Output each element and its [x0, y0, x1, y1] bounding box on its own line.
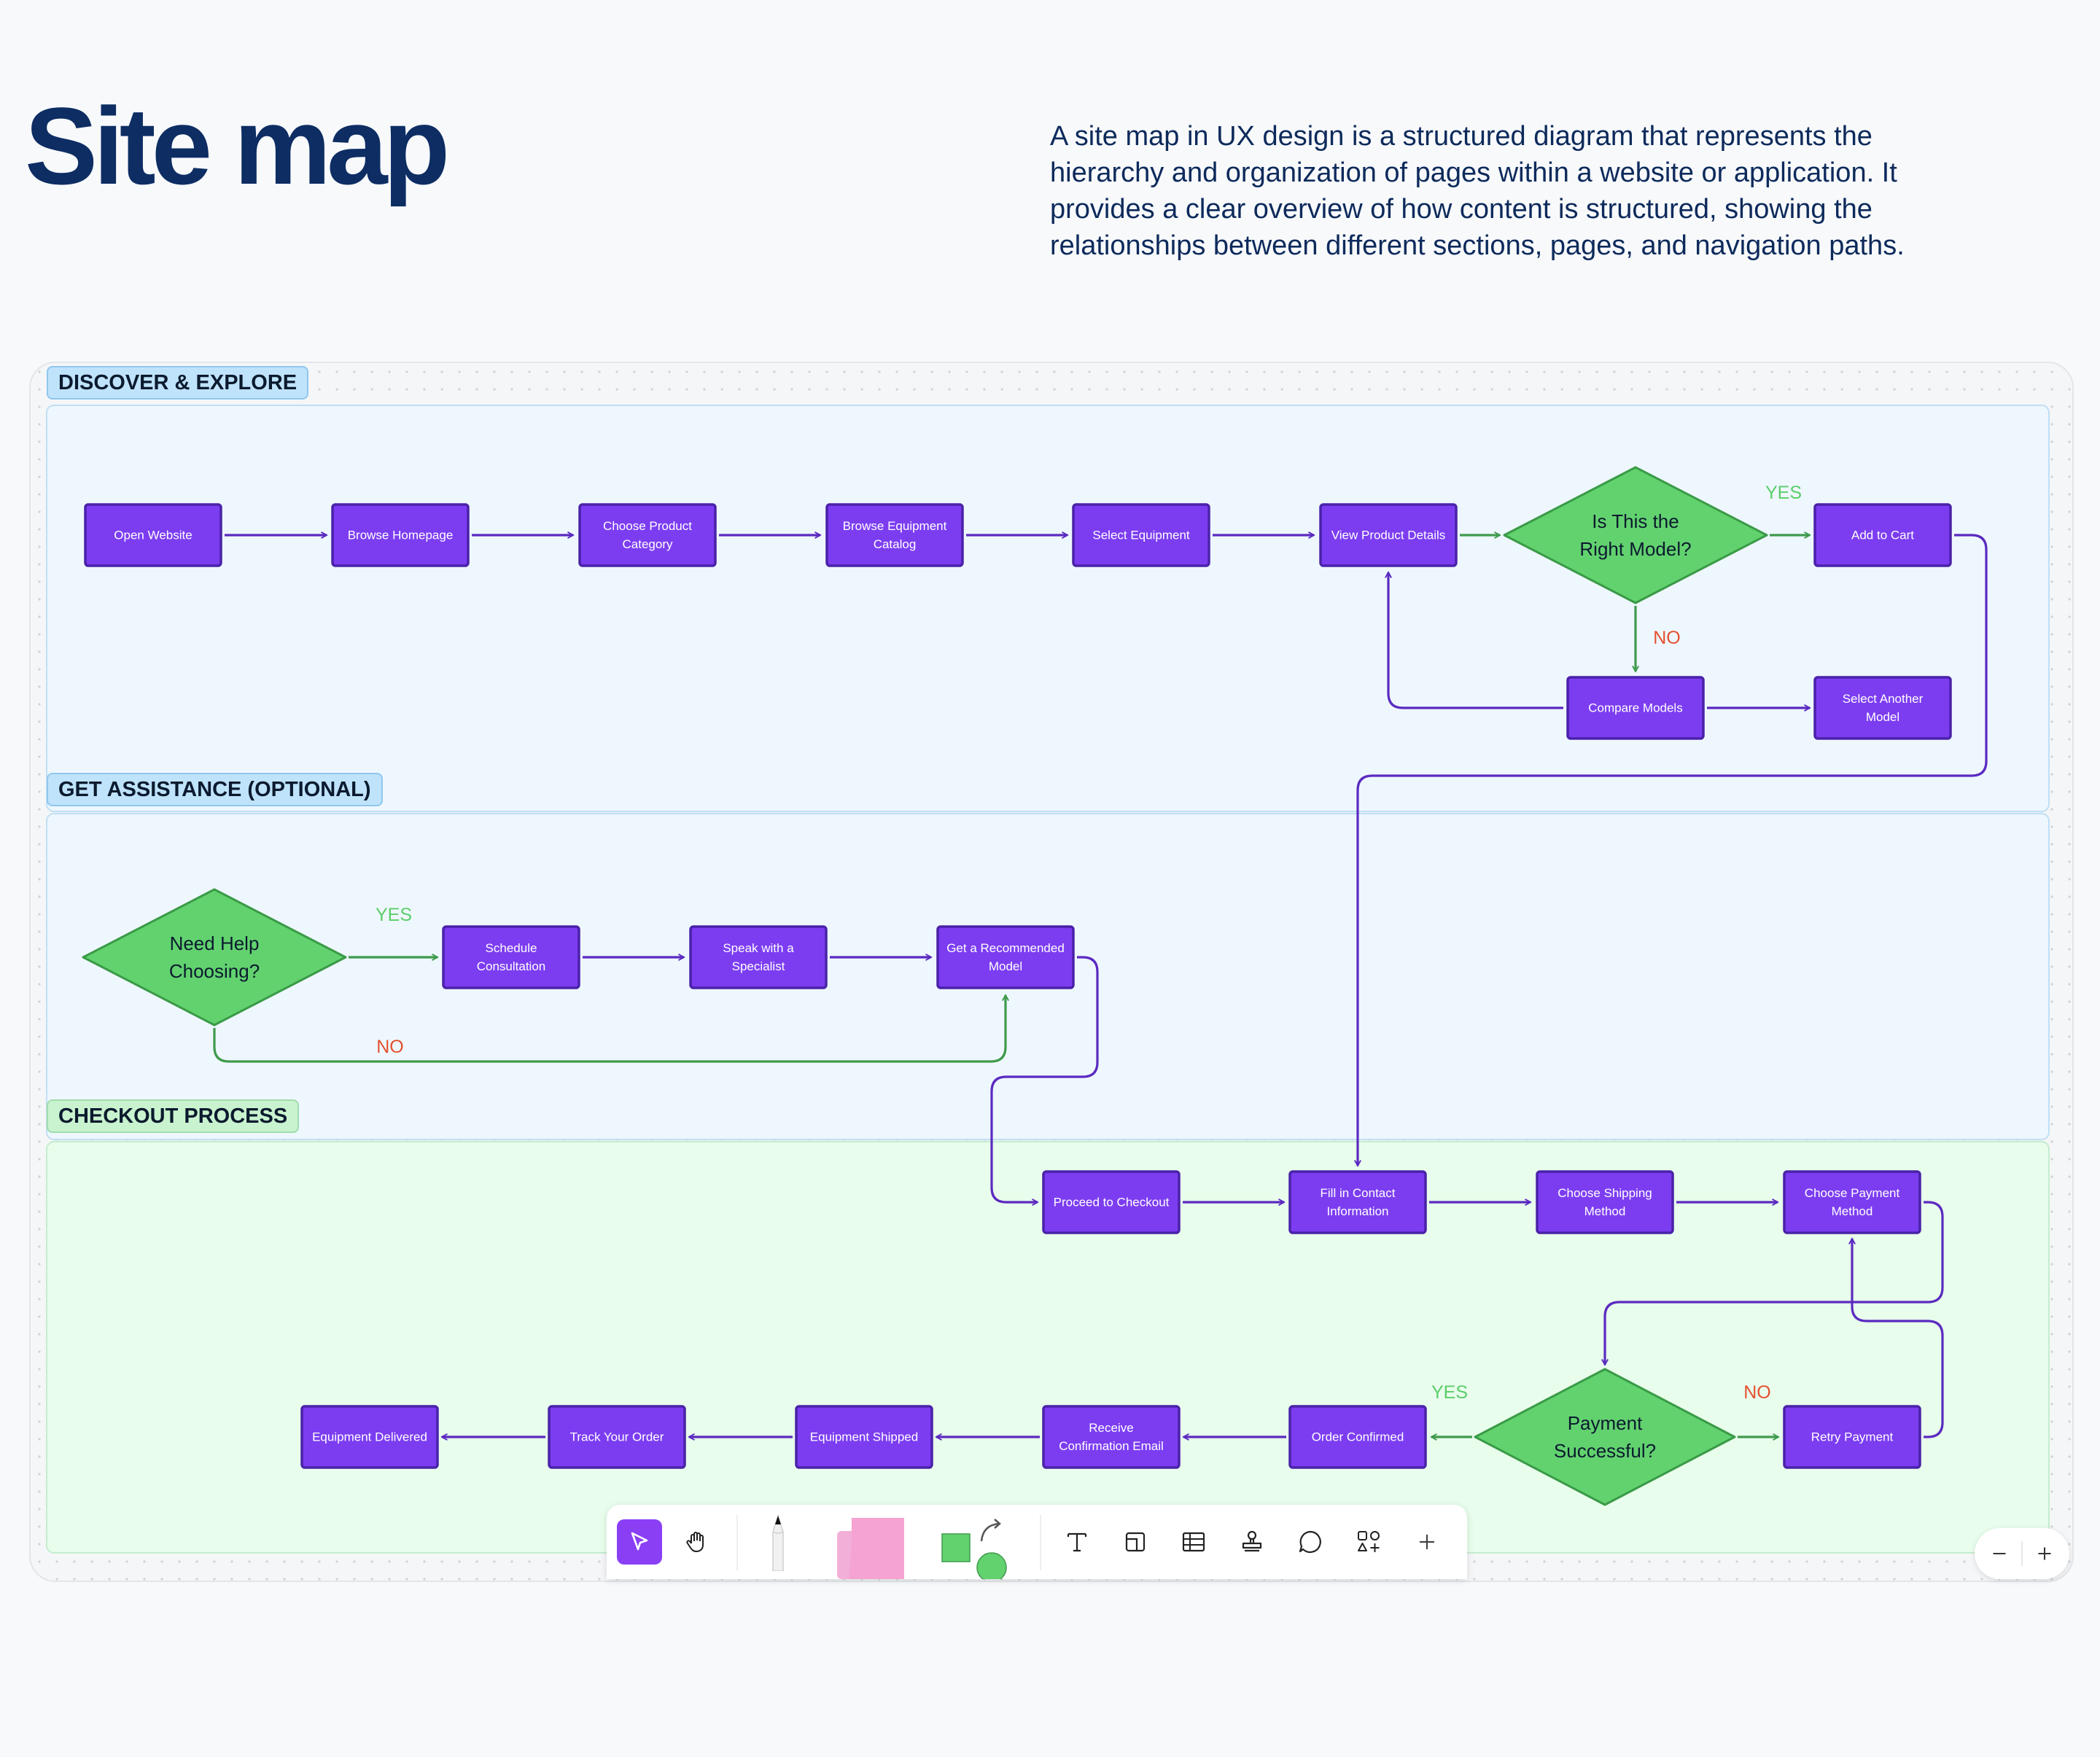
node-compare[interactable]: Compare Models	[1566, 676, 1705, 740]
node-retry[interactable]: Retry Payment	[1783, 1405, 1921, 1469]
node-open[interactable]: Open Website	[84, 503, 222, 567]
edge-need-help-to-recommended	[213, 995, 1006, 1063]
zoom-out-button[interactable]	[1985, 1539, 2014, 1568]
node-label: Browse Homepage	[348, 529, 454, 542]
node-label: Open Website	[114, 529, 192, 542]
node-label: Category	[623, 537, 673, 551]
no-label: NO	[376, 1037, 404, 1057]
no-label: NO	[1653, 628, 1681, 648]
node-label: Choose Shipping	[1558, 1186, 1652, 1200]
yes-label: YES	[1431, 1382, 1468, 1403]
node-label: Speak with a	[723, 941, 794, 955]
node-label: Choose Payment	[1805, 1186, 1900, 1200]
yes-label: YES	[376, 905, 412, 925]
node-view-details[interactable]: View Product Details	[1319, 503, 1458, 567]
node-add-cart[interactable]: Add to Cart	[1813, 503, 1952, 567]
frame-tool-icon[interactable]	[1113, 1519, 1158, 1565]
page-title: Site map	[25, 85, 450, 207]
node-browse-home[interactable]: Browse Homepage	[331, 503, 470, 567]
edge-add-cart-to-contact	[1358, 534, 1988, 1166]
node-label: Method	[1832, 1204, 1873, 1218]
page-description: A site map in UX design is a structured …	[1050, 121, 1905, 261]
table-tool-icon[interactable]	[1171, 1519, 1216, 1565]
node-label: Select Another	[1843, 692, 1924, 706]
lane-discover	[46, 405, 2050, 812]
node-label: Add to Cart	[1851, 529, 1914, 542]
edge-recommended-to-proceed	[990, 956, 1099, 1202]
node-label: Retry Payment	[1811, 1430, 1894, 1444]
node-label: Choose Product	[603, 519, 692, 533]
comment-tool-icon[interactable]	[1288, 1519, 1333, 1565]
sticky-note-tool-icon[interactable]	[833, 1511, 913, 1579]
node-label: Is This the	[1592, 510, 1679, 532]
node-label: Equipment Delivered	[312, 1430, 427, 1444]
lane-label-checkout: CHECKOUT PROCESS	[47, 1099, 300, 1133]
node-label: Method	[1584, 1204, 1626, 1218]
add-tool-icon[interactable]	[1404, 1519, 1450, 1565]
node-label: Information	[1326, 1204, 1388, 1218]
node-proceed[interactable]: Proceed to Checkout	[1042, 1170, 1181, 1234]
node-speak[interactable]: Speak with a Specialist	[689, 925, 828, 989]
node-label: Compare Models	[1588, 701, 1682, 715]
node-label: Schedule	[486, 941, 537, 955]
lane-label-assist: GET ASSISTANCE (OPTIONAL)	[47, 773, 383, 806]
text-tool-icon[interactable]	[1054, 1519, 1100, 1565]
node-label: Right Model?	[1579, 538, 1691, 560]
node-label: Proceed to Checkout	[1054, 1196, 1170, 1209]
shape-tool-icon[interactable]	[932, 1512, 1012, 1579]
node-label: Order Confirmed	[1312, 1430, 1404, 1444]
node-shipped[interactable]: Equipment Shipped	[795, 1405, 933, 1469]
yes-label: YES	[1765, 483, 1802, 503]
node-label: Equipment Shipped	[810, 1430, 918, 1444]
site-map-diagram: Open Website Browse Homepage Choose Produc…	[46, 405, 2050, 1554]
node-label: Select Equipment	[1092, 529, 1190, 542]
zoom-in-button[interactable]	[2030, 1539, 2059, 1568]
diagram-canvas[interactable]: Open Website Browse Homepage Choose Produc…	[29, 362, 2074, 1582]
stamp-tool-icon[interactable]	[1229, 1519, 1275, 1565]
node-label: View Product Details	[1331, 529, 1446, 542]
hand-tool-icon[interactable]	[674, 1519, 719, 1565]
node-confirmed[interactable]: Order Confirmed	[1288, 1405, 1427, 1469]
node-select-eq[interactable]: Select Equipment	[1072, 503, 1210, 567]
lane-label-discover: DISCOVER & EXPLORE	[47, 366, 309, 400]
node-label: Need Help	[170, 932, 260, 954]
components-tool-icon[interactable]	[1346, 1519, 1391, 1565]
node-label: Choosing?	[169, 960, 260, 982]
node-delivered[interactable]: Equipment Delivered	[300, 1405, 439, 1469]
node-label: Consultation	[477, 959, 546, 973]
node-label: Successful?	[1554, 1440, 1656, 1462]
node-label: Payment	[1568, 1412, 1643, 1434]
edge-payment-method-to-payment-ok	[1605, 1201, 1944, 1365]
node-label: Get a Recommended	[946, 941, 1065, 955]
node-label: Specialist	[732, 959, 785, 973]
edge-compare-to-view-details	[1388, 572, 1563, 709]
node-track[interactable]: Track Your Order	[548, 1405, 686, 1469]
zoom-controls	[1975, 1528, 2069, 1579]
bottom-toolbar	[607, 1505, 1467, 1579]
edge-retry-to-payment-method	[1852, 1239, 1944, 1438]
pen-tool-icon[interactable]	[755, 1509, 801, 1575]
node-label: Track Your Order	[570, 1430, 664, 1444]
no-label: NO	[1743, 1382, 1771, 1403]
node-label: Browse Equipment	[843, 519, 947, 533]
node-label: Model	[989, 959, 1022, 973]
node-label: Model	[1866, 710, 1899, 724]
node-label: Confirmation Email	[1059, 1439, 1164, 1453]
node-label: Fill in Contact	[1321, 1186, 1396, 1200]
node-label: Catalog	[874, 537, 917, 551]
select-tool-icon[interactable]	[617, 1519, 662, 1565]
node-label: Receive	[1089, 1421, 1133, 1435]
